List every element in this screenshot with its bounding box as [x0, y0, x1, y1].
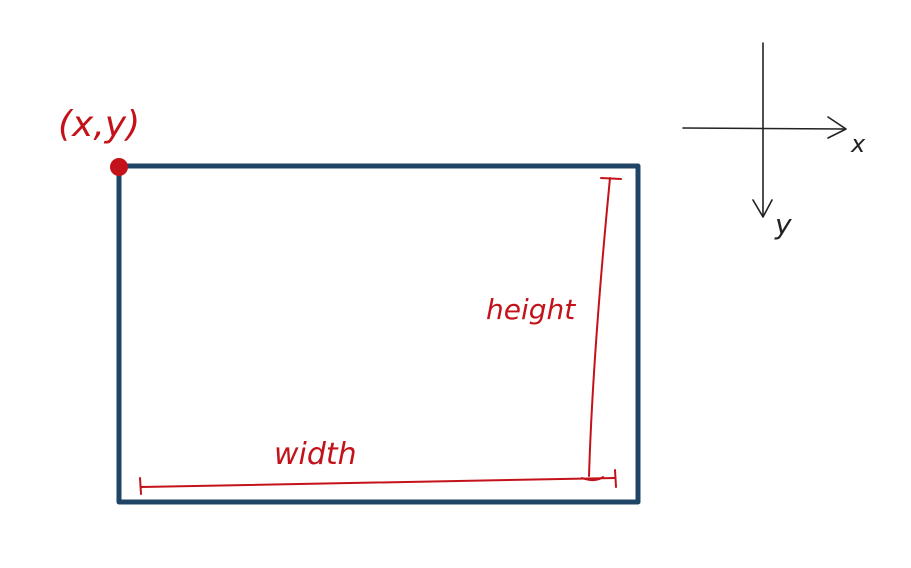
- x-axis-label: x: [850, 130, 866, 158]
- width-dimension: [139, 469, 617, 495]
- width-tick-right: [614, 469, 617, 488]
- height-dimension: [581, 177, 622, 482]
- height-tick-top: [600, 177, 622, 180]
- height-label: height: [486, 293, 576, 326]
- width-line: [140, 477, 616, 488]
- width-label: width: [274, 437, 357, 472]
- x-axis-line: [682, 127, 846, 130]
- origin-point: [110, 158, 128, 176]
- width-tick-left: [139, 477, 142, 495]
- rectangle: [116, 163, 641, 505]
- origin-label: (x,y): [58, 104, 140, 145]
- height-tick-bottom: [581, 476, 604, 482]
- height-line: [588, 177, 611, 477]
- x-axis-arrowhead: [827, 116, 847, 139]
- y-axis-label: y: [774, 208, 792, 241]
- y-axis-arrowhead: [752, 199, 773, 218]
- axes: [682, 42, 847, 218]
